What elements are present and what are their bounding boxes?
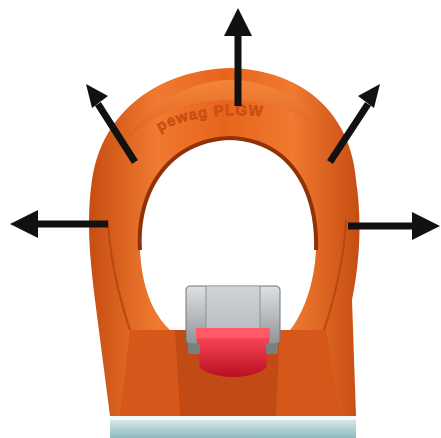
base-plate [110, 416, 356, 438]
arrow-right-icon [348, 212, 440, 240]
